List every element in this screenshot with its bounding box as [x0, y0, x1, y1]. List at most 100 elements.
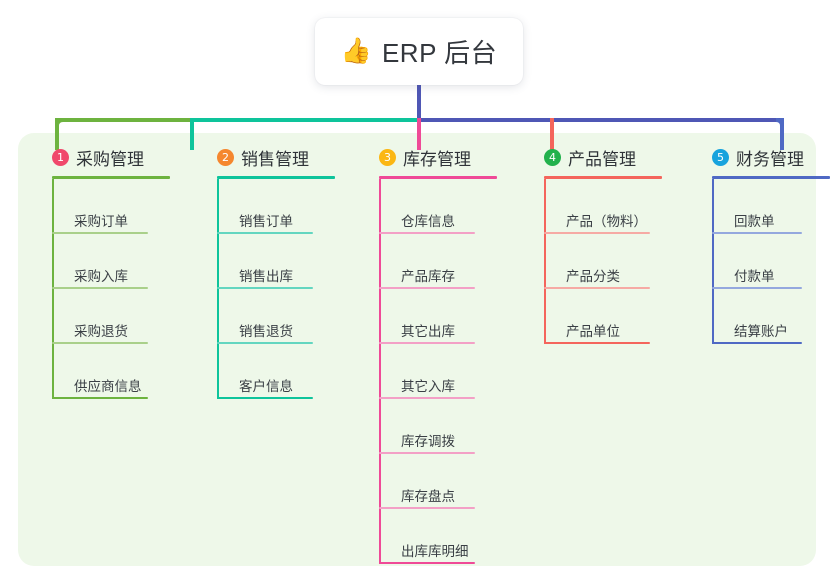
- leaf-rule: [379, 452, 475, 454]
- leaf-list: 采购订单采购入库采购退货供应商信息: [30, 179, 195, 399]
- branch-spine: [52, 179, 54, 399]
- leaf-node[interactable]: 其它入库: [357, 344, 527, 399]
- leaf-rule: [217, 342, 313, 344]
- root-node-title: ERP 后台: [381, 38, 498, 68]
- thumbs-up-icon: 👍: [340, 37, 372, 65]
- branch-header-rule: [544, 176, 662, 179]
- leaf-node[interactable]: 客户信息: [195, 344, 360, 399]
- leaf-node[interactable]: 其它出库: [357, 289, 527, 344]
- leaf-label: 销售退货: [239, 324, 293, 339]
- branch-number-badge: 3: [379, 148, 396, 166]
- branch-header-4[interactable]: 4 产品管理: [522, 145, 692, 169]
- leaf-label: 采购入库: [74, 269, 128, 284]
- leaf-label: 产品分类: [566, 269, 620, 284]
- leaf-list: 仓库信息产品库存其它出库其它入库库存调拨库存盘点出库库明细: [357, 179, 527, 564]
- leaf-node[interactable]: 产品单位: [522, 289, 692, 344]
- leaf-label: 采购退货: [74, 324, 128, 339]
- branch-title: 产品管理: [568, 149, 636, 169]
- branch-header-rule: [52, 176, 170, 179]
- leaf-node[interactable]: 采购退货: [30, 289, 195, 344]
- branch-title: 采购管理: [76, 149, 144, 169]
- leaf-label: 回款单: [734, 214, 775, 229]
- leaf-node[interactable]: 回款单: [690, 179, 830, 234]
- branch-header-2[interactable]: 2 销售管理: [195, 145, 360, 169]
- branch-title: 财务管理: [736, 149, 804, 169]
- leaf-label: 库存盘点: [401, 489, 455, 504]
- leaf-label: 结算账户: [734, 324, 788, 339]
- branch-number-badge: 2: [217, 148, 234, 166]
- branch-spine: [379, 179, 381, 564]
- trunk-left-cap: [55, 118, 64, 127]
- branch-number-badge: 4: [544, 148, 561, 166]
- leaf-rule: [544, 342, 650, 344]
- leaf-node[interactable]: 采购入库: [30, 234, 195, 289]
- root-node-card[interactable]: 👍 ERP 后台: [315, 18, 523, 85]
- leaf-rule: [712, 287, 802, 289]
- leaf-label: 其它入库: [401, 379, 455, 394]
- leaf-list: 回款单付款单结算账户: [690, 179, 830, 344]
- leaf-node[interactable]: 销售订单: [195, 179, 360, 234]
- branch-header-rule: [712, 176, 830, 179]
- branch-header-rule: [217, 176, 335, 179]
- leaf-rule: [712, 232, 802, 234]
- leaf-rule: [379, 507, 475, 509]
- leaf-rule: [217, 232, 313, 234]
- branch-spine: [712, 179, 714, 344]
- leaf-rule: [217, 397, 313, 399]
- leaf-node[interactable]: 产品库存: [357, 234, 527, 289]
- branch-header-rule: [379, 176, 497, 179]
- branch-spine: [217, 179, 219, 399]
- branch-title: 销售管理: [241, 149, 309, 169]
- branch-title: 库存管理: [403, 149, 471, 169]
- branch-header-1[interactable]: 1 采购管理: [30, 145, 195, 169]
- leaf-rule: [52, 342, 148, 344]
- leaf-rule: [52, 287, 148, 289]
- leaf-rule: [379, 232, 475, 234]
- leaf-label: 销售出库: [239, 269, 293, 284]
- leaf-node[interactable]: 供应商信息: [30, 344, 195, 399]
- branch-column-1: 1 采购管理采购订单采购入库采购退货供应商信息: [30, 145, 195, 399]
- leaf-node[interactable]: 采购订单: [30, 179, 195, 234]
- leaf-label: 客户信息: [239, 379, 293, 394]
- leaf-label: 产品单位: [566, 324, 620, 339]
- leaf-node[interactable]: 销售退货: [195, 289, 360, 344]
- branch-column-2: 2 销售管理销售订单销售出库销售退货客户信息: [195, 145, 360, 399]
- leaf-rule: [544, 232, 650, 234]
- leaf-label: 仓库信息: [401, 214, 455, 229]
- leaf-node[interactable]: 结算账户: [690, 289, 830, 344]
- leaf-rule: [379, 287, 475, 289]
- leaf-rule: [379, 562, 475, 564]
- leaf-label: 产品（物料）: [566, 214, 647, 229]
- leaf-rule: [379, 397, 475, 399]
- leaf-label: 其它出库: [401, 324, 455, 339]
- leaf-list: 销售订单销售出库销售退货客户信息: [195, 179, 360, 399]
- trunk-right-cap: [775, 118, 784, 127]
- leaf-label: 销售订单: [239, 214, 293, 229]
- leaf-label: 出库库明细: [401, 544, 469, 559]
- leaf-node[interactable]: 库存盘点: [357, 454, 527, 509]
- leaf-rule: [544, 287, 650, 289]
- leaf-list: 产品（物料） 产品分类产品单位: [522, 179, 692, 344]
- leaf-rule: [217, 287, 313, 289]
- branch-column-3: 3 库存管理仓库信息产品库存其它出库其它入库库存调拨库存盘点出库库明细: [357, 145, 527, 564]
- branch-number-badge: 1: [52, 148, 69, 166]
- branch-column-4: 4 产品管理产品（物料） 产品分类产品单位: [522, 145, 692, 344]
- leaf-node[interactable]: 库存调拨: [357, 399, 527, 454]
- leaf-label: 供应商信息: [74, 379, 142, 394]
- leaf-node[interactable]: 仓库信息: [357, 179, 527, 234]
- leaf-node[interactable]: 产品（物料）: [522, 179, 692, 234]
- leaf-node[interactable]: 付款单: [690, 234, 830, 289]
- branch-spine: [544, 179, 546, 344]
- leaf-label: 采购订单: [74, 214, 128, 229]
- leaf-node[interactable]: 销售出库: [195, 234, 360, 289]
- leaf-node[interactable]: 产品分类: [522, 234, 692, 289]
- leaf-rule: [52, 397, 148, 399]
- branch-header-3[interactable]: 3 库存管理: [357, 145, 527, 169]
- leaf-rule: [52, 232, 148, 234]
- leaf-node[interactable]: 出库库明细: [357, 509, 527, 564]
- leaf-label: 付款单: [734, 269, 775, 284]
- leaf-label: 库存调拨: [401, 434, 455, 449]
